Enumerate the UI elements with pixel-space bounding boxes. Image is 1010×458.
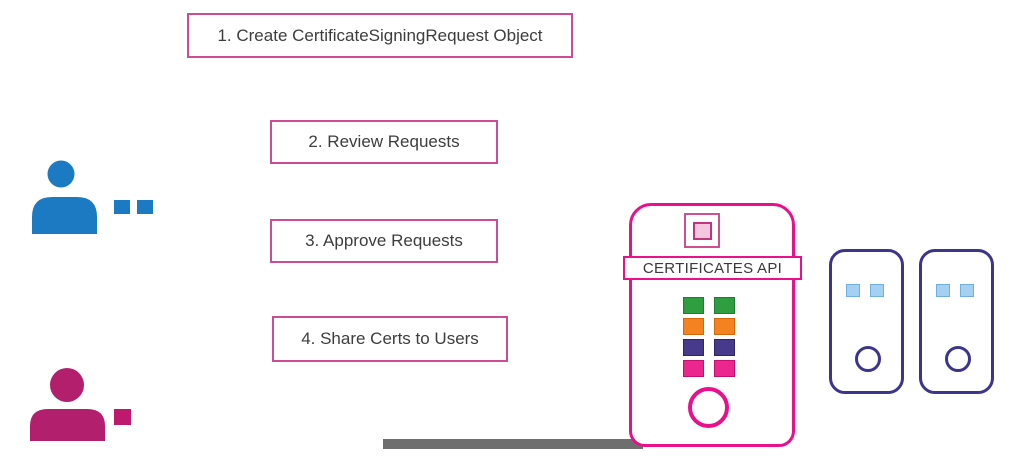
progress-bar	[383, 439, 643, 449]
step-box-review-requests: 2. Review Requests	[270, 120, 498, 164]
node-panel-2	[919, 249, 994, 394]
step-box-share-certs: 4. Share Certs to Users	[272, 316, 508, 362]
csr-square-green	[714, 297, 735, 314]
step-label: 1. Create CertificateSigningRequest Obje…	[217, 25, 543, 45]
node-container-square	[870, 284, 884, 297]
csr-queue-grid	[683, 297, 735, 377]
csr-square-pink	[683, 360, 704, 377]
step-label: 2. Review Requests	[308, 132, 460, 151]
csr-square-pink	[714, 360, 735, 377]
admin-person-icon	[32, 160, 97, 234]
api-endpoint-icon	[684, 213, 720, 248]
certificates-api-label: CERTIFICATES API	[642, 259, 783, 277]
node-port-circle	[855, 346, 881, 372]
admin-badge-square	[137, 200, 153, 214]
api-endpoint-icon-inner	[692, 221, 712, 240]
step-box-create-csr: 1. Create CertificateSigningRequest Obje…	[187, 13, 573, 58]
node-container-square	[960, 284, 974, 297]
csr-square-green	[683, 297, 704, 314]
step-box-approve-requests: 3. Approve Requests	[270, 219, 498, 263]
api-port-circle	[688, 387, 729, 428]
csr-square-orange	[683, 318, 704, 335]
csr-square-purple	[683, 339, 704, 356]
step-label: 3. Approve Requests	[305, 231, 463, 250]
node-port-circle	[945, 346, 971, 372]
user-badge-square	[114, 409, 131, 425]
csr-square-purple	[714, 339, 735, 356]
certificates-api-label-band: CERTIFICATES API	[623, 256, 802, 280]
node-container-square	[936, 284, 950, 297]
node-panel-1	[829, 249, 904, 394]
admin-badge-square	[114, 200, 130, 214]
user-person-icon	[30, 368, 105, 441]
csr-square-orange	[714, 318, 735, 335]
node-container-square	[846, 284, 860, 297]
step-label: 4. Share Certs to Users	[301, 329, 479, 348]
